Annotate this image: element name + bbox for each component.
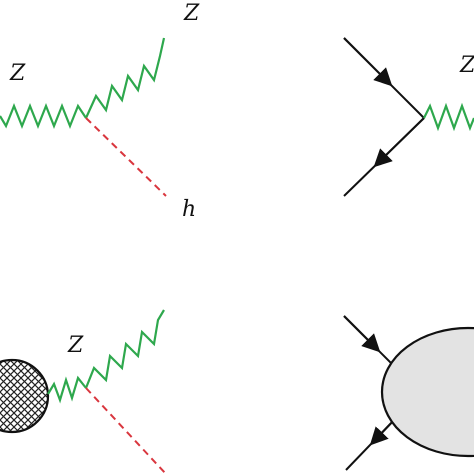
diagram-top-right: Z: [343, 37, 474, 197]
z-boson-label: Z: [67, 333, 84, 358]
incoming-z-boson-line: [47, 375, 87, 404]
z-boson-label: Z: [459, 53, 474, 78]
higgs-scalar-line: [85, 117, 167, 197]
incoming-z-boson-line: [0, 103, 87, 129]
outgoing-z-boson-line: [84, 309, 165, 389]
shaded-blob-vertex: [380, 326, 474, 458]
hatched-blob-vertex: [0, 358, 50, 434]
higgs-label: h: [182, 197, 196, 222]
diagram-bottom-right: [343, 315, 474, 471]
incoming-fermion-arrow: [343, 37, 393, 87]
outgoing-z-boson-line: [84, 37, 166, 119]
outgoing-z-label: Z: [183, 1, 200, 26]
incoming-fermion-arrow: [343, 315, 381, 353]
incoming-z-label: Z: [9, 61, 26, 86]
diagram-bottom-left: Z: [0, 309, 167, 474]
outgoing-antifermion-arrow: [373, 117, 425, 168]
diagram-top-left: Z Z h: [0, 1, 200, 222]
z-boson-propagator-line: [423, 102, 474, 132]
higgs-scalar-line: [85, 387, 167, 474]
